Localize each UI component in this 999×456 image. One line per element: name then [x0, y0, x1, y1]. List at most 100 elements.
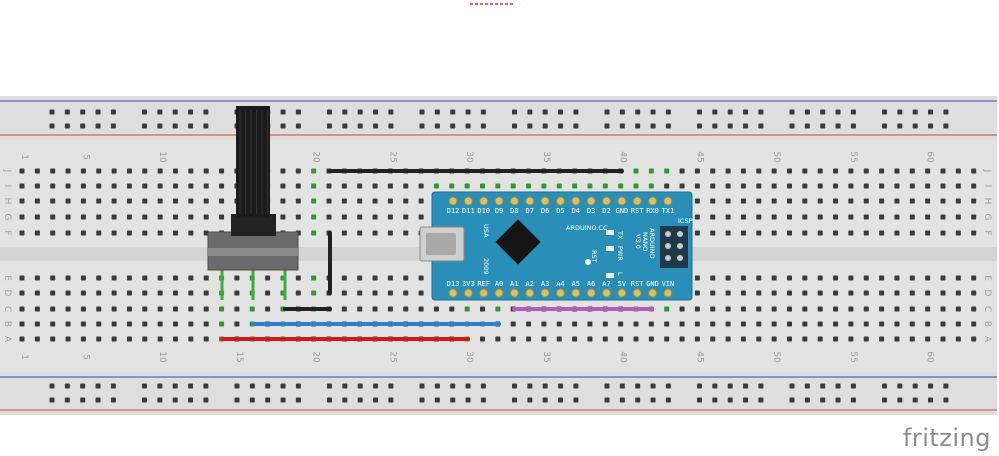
nano-pin-pad: [448, 288, 458, 298]
breadboard-hole: [694, 321, 700, 327]
breadboard-hole: [909, 321, 915, 327]
breadboard-hole: [372, 214, 378, 220]
breadboard-hole: [142, 275, 148, 281]
nano-pin-label: 3V3: [462, 280, 475, 288]
breadboard-hole: [955, 321, 961, 327]
wires: [220, 169, 654, 341]
reset-button[interactable]: [585, 259, 591, 265]
breadboard-hole: [756, 168, 762, 174]
tx-label: TX: [616, 230, 624, 240]
breadboard-hole: [219, 214, 225, 220]
rail-hole: [188, 383, 194, 389]
column-number: 50: [771, 151, 781, 163]
breadboard-hole: [173, 275, 178, 281]
column-number: 40: [618, 151, 628, 163]
breadboard-hole: [771, 290, 777, 296]
rail-hole: [912, 397, 918, 403]
breadboard-hole: [817, 183, 823, 189]
breadboard-hole: [65, 168, 71, 174]
breadboard-hole: [372, 290, 378, 296]
breadboard-hole: [65, 336, 71, 342]
icsp-pin: [665, 243, 671, 249]
breadboard-hole: [894, 306, 900, 312]
breadboard-hole: [694, 183, 700, 189]
row-letter: B: [2, 321, 12, 327]
breadboard-hole: [740, 321, 746, 327]
breadboard-hole: [157, 168, 163, 174]
breadboard-hole: [50, 321, 56, 327]
potentiometer[interactable]: [207, 106, 299, 300]
rail-hole: [727, 397, 733, 403]
breadboard-hole: [925, 306, 931, 312]
rail-hole: [804, 383, 810, 389]
rail-hole: [650, 123, 656, 129]
pot-shaft[interactable]: [236, 106, 270, 218]
breadboard-hole: [311, 183, 317, 189]
nano-pin-pad: [540, 196, 550, 206]
breadboard-hole: [372, 306, 378, 312]
breadboard-hole: [341, 290, 347, 296]
nano-pin-label: D9: [495, 207, 503, 215]
breadboard-hole: [126, 290, 132, 296]
breadboard-hole: [787, 336, 792, 342]
breadboard-hole: [188, 198, 194, 204]
breadboard-hole: [65, 230, 71, 236]
rail-hole: [465, 123, 471, 129]
breadboard-hole: [65, 306, 71, 312]
breadboard-hole: [34, 306, 40, 312]
breadboard-hole: [219, 183, 225, 189]
rail-hole: [95, 109, 101, 115]
breadboard-hole: [403, 290, 409, 296]
rail-hole: [450, 123, 456, 129]
breadboard-hole: [19, 306, 25, 312]
breadboard-hole: [142, 321, 148, 327]
rail-hole: [157, 123, 163, 129]
rail-hole: [172, 397, 178, 403]
breadboard-hole: [65, 183, 71, 189]
breadboard-hole: [403, 230, 409, 236]
breadboard-hole: [879, 168, 885, 174]
breadboard-hole: [295, 183, 301, 189]
breadboard-hole: [157, 321, 163, 327]
breadboard-hole: [863, 214, 869, 220]
breadboard-hole: [65, 321, 71, 327]
rail-hole: [110, 397, 116, 403]
rail-hole: [743, 123, 749, 129]
breadboard-hole: [802, 306, 808, 312]
breadboard-hole: [633, 336, 639, 342]
breadboard-hole: [833, 290, 839, 296]
rail-hole: [419, 109, 425, 115]
rail-hole: [650, 109, 656, 115]
breadboard-hole: [771, 321, 777, 327]
arduino-nano[interactable]: ICSP ARDUINO.CC RST TX PWR L USA 2009 AR…: [419, 191, 693, 301]
breadboard-hole: [188, 214, 194, 220]
breadboard-hole: [357, 306, 363, 312]
breadboard-hole: [188, 321, 194, 327]
nano-pin-label: TX1: [662, 207, 675, 215]
breadboard-hole: [725, 306, 731, 312]
breadboard-hole: [96, 230, 102, 236]
rail-hole: [850, 397, 856, 403]
breadboard-hole: [756, 306, 762, 312]
column-number: 10: [157, 351, 167, 363]
row-letter: E: [982, 275, 992, 281]
breadboard-hole: [357, 275, 363, 281]
breadboard-hole: [19, 230, 25, 236]
breadboard-hole: [418, 306, 424, 312]
breadboard-hole: [955, 275, 961, 281]
rail-hole: [327, 397, 332, 403]
rail-hole: [157, 383, 163, 389]
nano-pin-label: D6: [541, 207, 549, 215]
icsp-pin: [665, 231, 671, 237]
breadboard-hole: [188, 275, 194, 281]
nano-pin-label: A3: [541, 280, 549, 288]
breadboard-hole: [664, 183, 670, 189]
breadboard-hole: [19, 321, 25, 327]
breadboard-hole: [173, 336, 178, 342]
nano-pin-label: D3: [587, 207, 595, 215]
breadboard-hole: [357, 230, 363, 236]
nano-pin-pad: [602, 196, 611, 206]
rail-hole: [619, 383, 625, 389]
breadboard-hole: [387, 230, 393, 236]
breadboard-hole: [940, 230, 946, 236]
